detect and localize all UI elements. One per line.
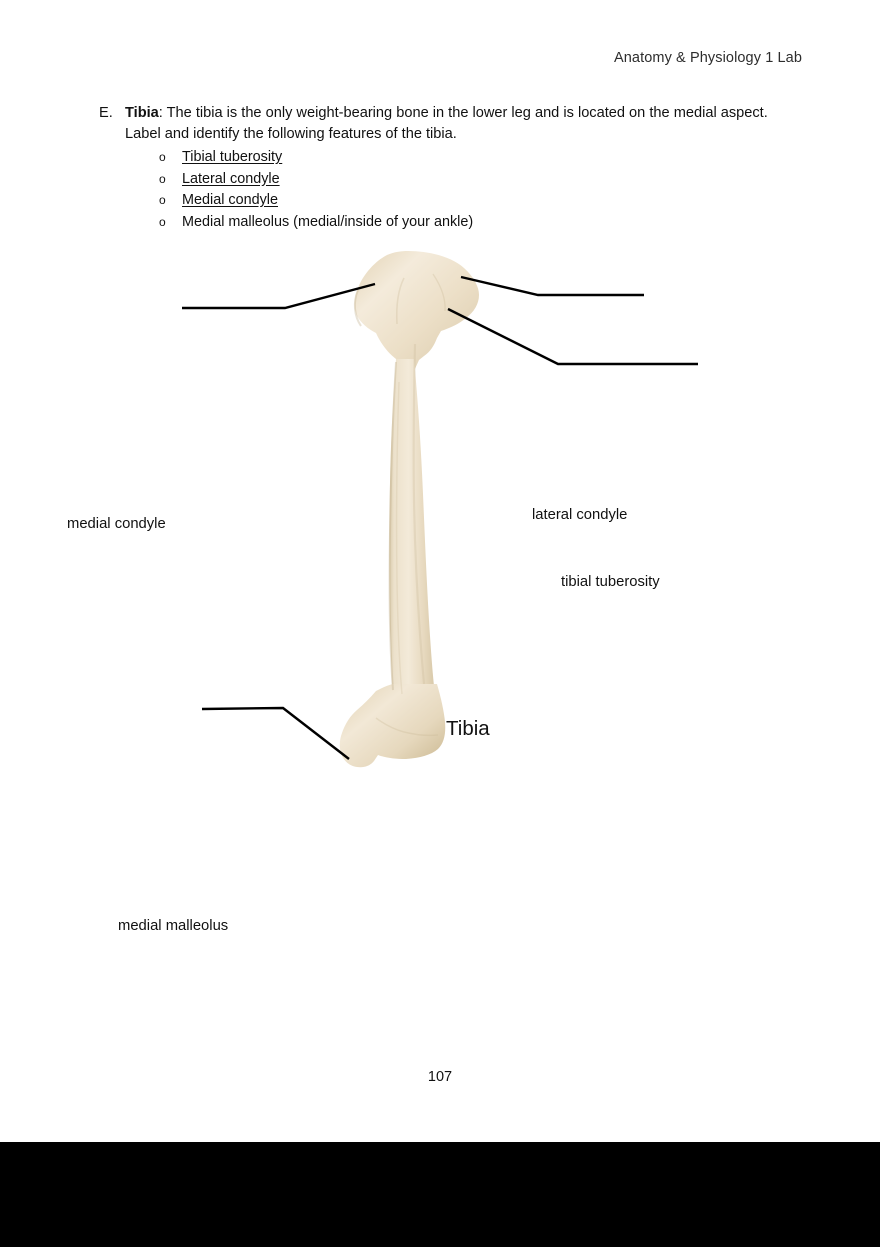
distal-tibia-malleolus — [339, 684, 446, 768]
feature-label-medial-condyle: Medial condyle — [182, 192, 278, 208]
feature-label-medial-malleolus: Medial malleolus (medial/inside of your … — [182, 213, 474, 230]
leader-medial-condyle — [182, 282, 376, 310]
annotation-medial-malleolus: medial malleolus — [118, 918, 229, 934]
leader-lateral-condyle — [460, 275, 644, 297]
page-number: 107 — [427, 1069, 453, 1085]
feature-label-lateral-condyle: Lateral condyle — [182, 170, 280, 187]
leader-lines — [182, 275, 698, 760]
bone-shape — [339, 251, 479, 768]
bullet-marker-icon: o — [159, 214, 166, 229]
leader-medial-malleolus — [201, 706, 350, 760]
bullet-marker-icon: o — [159, 150, 166, 164]
annotation-tibial-tuberosity: tibial tuberosity — [561, 574, 660, 590]
bone-edge-shadow — [353, 289, 397, 691]
leader-tibial-tuberosity — [447, 307, 698, 366]
document-header-title: Anatomy & Physiology 1 Lab — [614, 50, 802, 66]
proximal-tibia-head — [354, 251, 479, 371]
annotation-medial-condyle: medial condyle — [67, 516, 166, 532]
list-item: o Tibial tuberosity — [159, 147, 473, 169]
bone-shading — [375, 273, 446, 737]
annotation-bone-name: Tibia — [446, 717, 490, 740]
section-paragraph: E. Tibia: The tibia is the only weight-b… — [99, 103, 791, 145]
tibia-illustration — [182, 251, 698, 768]
bullet-marker-icon: o — [159, 171, 166, 186]
section-description: : The tibia is the only weight-bearing b… — [125, 105, 768, 142]
section-body: Tibia: The tibia is the only weight-bear… — [125, 103, 791, 145]
annotation-lateral-condyle: lateral condyle — [532, 507, 628, 523]
tibial-shaft — [389, 359, 437, 712]
list-item: o Medial malleolus (medial/inside of you… — [159, 212, 473, 234]
feature-list: o Tibial tuberosity o Lateral condyle o … — [159, 147, 473, 233]
section-item-e: E. Tibia: The tibia is the only weight-b… — [99, 103, 791, 145]
list-item: o Lateral condyle — [159, 169, 473, 191]
list-item: o Medial condyle — [159, 190, 473, 212]
tibia-figure: medial condyle lateral condyle tibial tu… — [0, 232, 880, 934]
bullet-marker-icon: o — [159, 193, 166, 207]
section-letter: E. — [99, 105, 113, 121]
bottom-black-bar — [0, 1142, 880, 1247]
feature-label-tibial-tuberosity: Tibial tuberosity — [182, 149, 283, 165]
section-term: Tibia — [125, 105, 159, 121]
